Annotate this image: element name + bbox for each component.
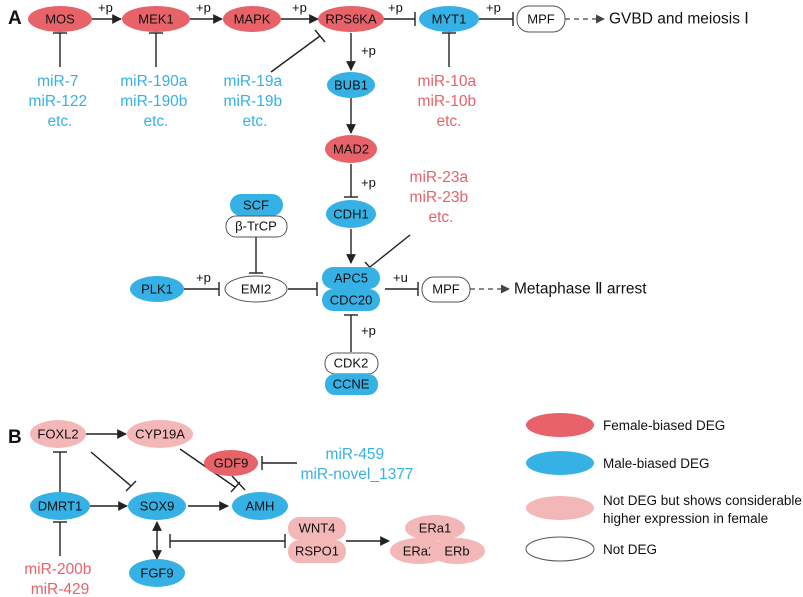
panel-label-b: B <box>8 427 22 448</box>
svg-text:RPS6KA: RPS6KA <box>325 12 377 27</box>
node-foxl2: FOXL2 <box>30 420 86 448</box>
node-ccne: CCNE <box>325 374 378 395</box>
node-mpf-bottom: MPF <box>421 276 471 303</box>
svg-text:ERa1: ERa1 <box>419 521 452 536</box>
svg-text:EMI2: EMI2 <box>241 282 271 297</box>
legend-item-not-deg: Not DEG <box>525 536 657 562</box>
node-cdc20: CDC20 <box>322 289 380 311</box>
mir-group-gdf9: miR-459 miR-novel_1377 <box>301 446 414 483</box>
svg-text:+p: +p <box>98 0 113 15</box>
node-dmrt1: DMRT1 <box>30 492 90 520</box>
outcome-gvbd: GVBD and meiosis Ⅰ <box>609 11 749 28</box>
svg-text:+p: +p <box>486 0 501 15</box>
mir-group-myt1: miR-10a miR-10b etc. <box>418 73 481 130</box>
svg-text:ERb: ERb <box>444 544 469 559</box>
svg-text:ERa2: ERa2 <box>403 544 436 559</box>
svg-text:Female-biased DEG: Female-biased DEG <box>603 418 725 433</box>
svg-text:+p: +p <box>361 175 376 190</box>
node-mad2: MAD2 <box>325 135 377 163</box>
panel-label-a: A <box>8 8 22 29</box>
node-mos: MOS <box>28 6 92 32</box>
svg-text:+p: +p <box>196 270 211 285</box>
node-rps6ka: RPS6KA <box>318 6 384 32</box>
svg-text:+p: +p <box>388 0 403 15</box>
svg-text:SCF: SCF <box>243 198 269 213</box>
node-era1: ERa1 <box>405 515 465 541</box>
node-myt1: MYT1 <box>419 6 479 32</box>
svg-text:APC5: APC5 <box>334 271 368 286</box>
node-fgf9: FGF9 <box>129 559 185 587</box>
node-gdf9: GDF9 <box>204 450 258 476</box>
node-cyp19a: CYP19A <box>127 420 193 448</box>
svg-text:CDK2: CDK2 <box>334 356 369 371</box>
svg-text:GDF9: GDF9 <box>214 456 249 471</box>
svg-text:+p: +p <box>292 0 307 15</box>
mir-group-rps6ka: miR-19a miR-19b etc. <box>224 73 287 130</box>
svg-text:CDH1: CDH1 <box>333 207 368 222</box>
svg-text:WNT4: WNT4 <box>299 521 336 536</box>
legend: Female-biased DEG Male-biased DEG Not DE… <box>525 413 803 562</box>
node-bub1: BUB1 <box>327 72 375 98</box>
node-amh: AMH <box>232 492 288 520</box>
node-scf: SCF <box>230 194 283 216</box>
node-erb: ERb <box>429 538 485 564</box>
node-cdh1: CDH1 <box>326 200 376 228</box>
svg-text:MAPK: MAPK <box>234 12 271 27</box>
mir-group-apc: miR-23a miR-23b etc. <box>410 169 473 226</box>
svg-text:FGF9: FGF9 <box>140 566 173 581</box>
legend-pink-text: Not DEG but shows considerable higher ex… <box>603 493 803 526</box>
svg-text:DMRT1: DMRT1 <box>38 499 83 514</box>
legend-item-female: Female-biased DEG <box>526 413 725 437</box>
svg-text:FOXL2: FOXL2 <box>37 427 78 442</box>
panel-a-edges <box>53 12 605 352</box>
node-sox9: SOX9 <box>128 492 186 520</box>
svg-text:MOS: MOS <box>45 12 75 27</box>
svg-text:+u: +u <box>393 270 408 285</box>
node-mek1: MEK1 <box>122 6 190 32</box>
svg-text:SOX9: SOX9 <box>140 499 175 514</box>
panel-b-edges <box>53 429 390 560</box>
svg-text:PLK1: PLK1 <box>141 282 173 297</box>
svg-text:CDC20: CDC20 <box>330 293 373 308</box>
svg-text:CYP19A: CYP19A <box>135 427 185 442</box>
outcome-metaphase: Metaphase Ⅱ arrest <box>514 281 647 298</box>
svg-text:+p: +p <box>196 0 211 15</box>
svg-text:MAD2: MAD2 <box>333 142 369 157</box>
svg-text:+p: +p <box>361 43 376 58</box>
node-emi2: EMI2 <box>224 275 288 303</box>
panel-a-signs: +p +p +p +p +p +p +p +p +u +p <box>98 0 501 338</box>
svg-text:CCNE: CCNE <box>333 377 370 392</box>
svg-text:Male-biased DEG: Male-biased DEG <box>603 456 710 471</box>
node-plk1: PLK1 <box>130 276 184 302</box>
svg-text:BUB1: BUB1 <box>334 78 368 93</box>
node-apc5: APC5 <box>322 267 380 289</box>
svg-text:MYT1: MYT1 <box>432 12 467 27</box>
svg-text:AMH: AMH <box>246 499 275 514</box>
legend-item-male: Male-biased DEG <box>526 451 710 475</box>
node-btrcp: β-TrCP <box>225 215 288 238</box>
node-mpf-top: MPF <box>516 5 566 33</box>
legend-item-pink: Not DEG but shows considerable higher ex… <box>526 493 803 526</box>
svg-text:MPF: MPF <box>432 282 460 297</box>
node-rspo1: RSPO1 <box>288 540 346 563</box>
node-cdk2: CDK2 <box>324 352 379 375</box>
mir-group-mek1: miR-190a miR-190b etc. <box>120 73 192 130</box>
svg-text:MEK1: MEK1 <box>138 12 173 27</box>
svg-text:RSPO1: RSPO1 <box>295 544 339 559</box>
svg-text:MPF: MPF <box>527 12 555 27</box>
svg-text:Not DEG: Not DEG <box>603 542 657 557</box>
mir-group-dmrt1: miR-200b miR-429 <box>24 561 96 597</box>
node-mapk: MAPK <box>223 6 281 32</box>
mir-group-mos: miR-7 miR-122 etc. <box>29 73 92 130</box>
svg-text:β-TrCP: β-TrCP <box>235 219 277 234</box>
svg-text:+p: +p <box>361 323 376 338</box>
node-wnt4: WNT4 <box>288 517 346 540</box>
